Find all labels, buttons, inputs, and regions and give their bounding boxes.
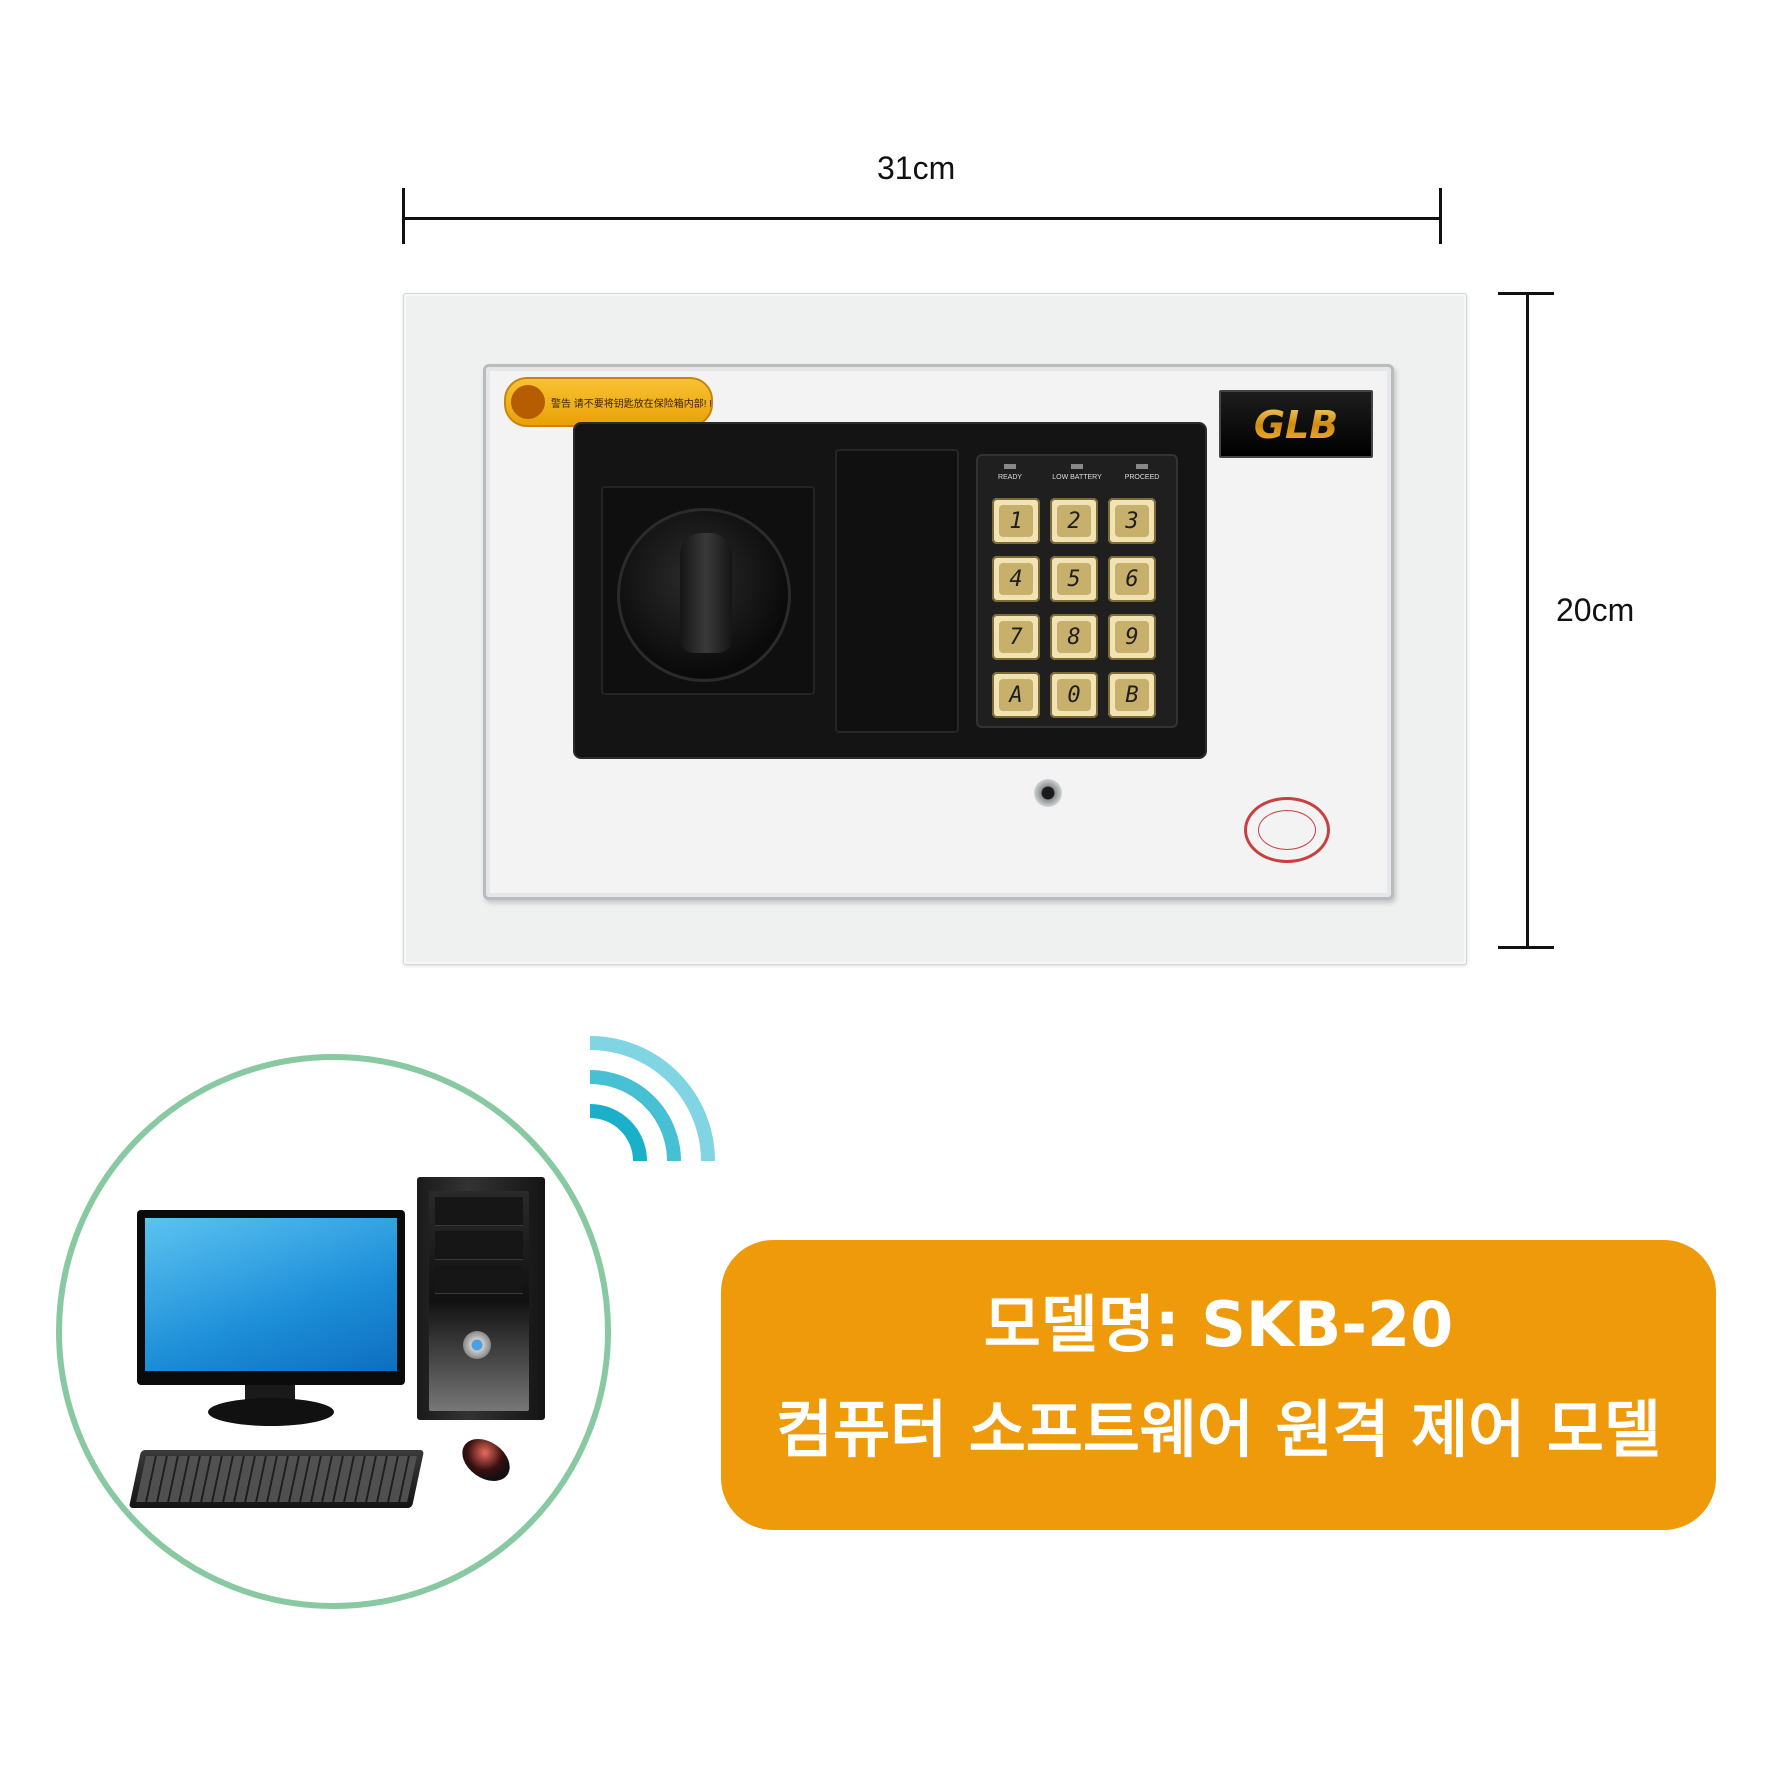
certificate-sticker	[1244, 797, 1330, 863]
warning-sticker: 警告 请不要将钥匙放在保险箱内部! Don't store the key in…	[504, 377, 713, 427]
key-8[interactable]: 8	[1050, 614, 1098, 660]
remote-control-description: 컴퓨터 소프트웨어 원격 제어 모델	[776, 1393, 1661, 1466]
pc-tower-front	[429, 1191, 529, 1411]
key-4-label: 4	[999, 563, 1033, 595]
key-9[interactable]: 9	[1108, 614, 1156, 660]
ready-label: READY	[997, 474, 1023, 481]
battery-cover[interactable]	[835, 449, 959, 733]
height-dimension-label: 20cm	[1556, 592, 1635, 628]
key-9-label: 9	[1115, 621, 1149, 653]
height-dimension-tick-bottom	[1498, 946, 1554, 949]
width-dimension-label: 31cm	[877, 150, 956, 186]
drive-bay	[435, 1265, 523, 1294]
width-dimension-tick-right	[1439, 188, 1442, 244]
brand-logo-text: GLB	[1254, 403, 1338, 447]
key-0[interactable]: 0	[1050, 672, 1098, 718]
keyboard-keys	[136, 1456, 417, 1502]
key-7[interactable]: 7	[992, 614, 1040, 660]
key-6[interactable]: 6	[1108, 556, 1156, 602]
monitor-icon	[137, 1210, 405, 1385]
key-a[interactable]: A	[992, 672, 1040, 718]
lock-panel: READY LOW BATTERY PROCEED 1 2 3 4 5 6 7 …	[573, 422, 1207, 759]
key-1-label: 1	[999, 505, 1033, 537]
safe-image: 警告 请不要将钥匙放在保险箱内部! Don't store the key in…	[403, 293, 1467, 965]
key-3[interactable]: 3	[1108, 498, 1156, 544]
key-b[interactable]: B	[1108, 672, 1156, 718]
key-0-label: 0	[1057, 679, 1091, 711]
key-8-label: 8	[1057, 621, 1091, 653]
key-4[interactable]: 4	[992, 556, 1040, 602]
low-battery-label: LOW BATTERY	[1052, 474, 1102, 481]
ready-led	[1004, 464, 1016, 469]
key-a-label: A	[999, 679, 1033, 711]
key-2-label: 2	[1057, 505, 1091, 537]
emergency-keyhole[interactable]	[1034, 779, 1062, 807]
key-1[interactable]: 1	[992, 498, 1040, 544]
wifi-arcs	[590, 1036, 715, 1162]
brand-logo: GLB	[1219, 390, 1373, 458]
keypad-buttons: 1 2 3 4 5 6 7 8 9 A 0 B	[992, 498, 1156, 718]
key-2[interactable]: 2	[1050, 498, 1098, 544]
rotary-knob[interactable]	[617, 508, 791, 682]
key-b-label: B	[1115, 679, 1149, 711]
warning-sticker-text: 警告 请不要将钥匙放在保险箱内部! Don't store the key in…	[551, 398, 711, 410]
certificate-seal-icon	[1258, 810, 1316, 850]
drive-bay	[435, 1197, 523, 1226]
knob-handle[interactable]	[680, 533, 732, 653]
width-dimension-line	[402, 217, 1442, 220]
model-name-text: 모델명: SKB-20	[983, 1288, 1454, 1361]
key-5-label: 5	[1057, 563, 1091, 595]
key-3-label: 3	[1115, 505, 1149, 537]
key-6-label: 6	[1115, 563, 1149, 595]
glb-logo-icon: GLB	[1254, 403, 1338, 447]
key-5[interactable]: 5	[1050, 556, 1098, 602]
drive-bay	[435, 1231, 523, 1260]
proceed-led	[1136, 464, 1148, 469]
monitor-stand	[208, 1398, 334, 1426]
height-dimension-line	[1526, 293, 1529, 948]
wifi-signal-icon	[590, 1025, 725, 1165]
knob-plate	[601, 486, 815, 695]
low-battery-led	[1071, 464, 1083, 469]
safe-door: 警告 请不要将钥匙放在保险箱内部! Don't store the key in…	[483, 364, 1394, 900]
power-button-icon	[463, 1331, 491, 1359]
monitor-screen	[145, 1218, 397, 1371]
key-7-label: 7	[999, 621, 1033, 653]
height-dimension-tick-top	[1498, 292, 1554, 295]
pc-tower-icon	[417, 1177, 545, 1420]
indicator-row: READY LOW BATTERY PROCEED	[978, 464, 1176, 490]
warning-icon	[511, 385, 545, 419]
keyboard-icon	[128, 1450, 425, 1508]
width-dimension-tick-left	[402, 188, 405, 244]
model-banner: 모델명: SKB-20 컴퓨터 소프트웨어 원격 제어 모델	[721, 1240, 1716, 1530]
proceed-label: PROCEED	[1124, 474, 1160, 481]
keypad: READY LOW BATTERY PROCEED 1 2 3 4 5 6 7 …	[976, 454, 1178, 728]
